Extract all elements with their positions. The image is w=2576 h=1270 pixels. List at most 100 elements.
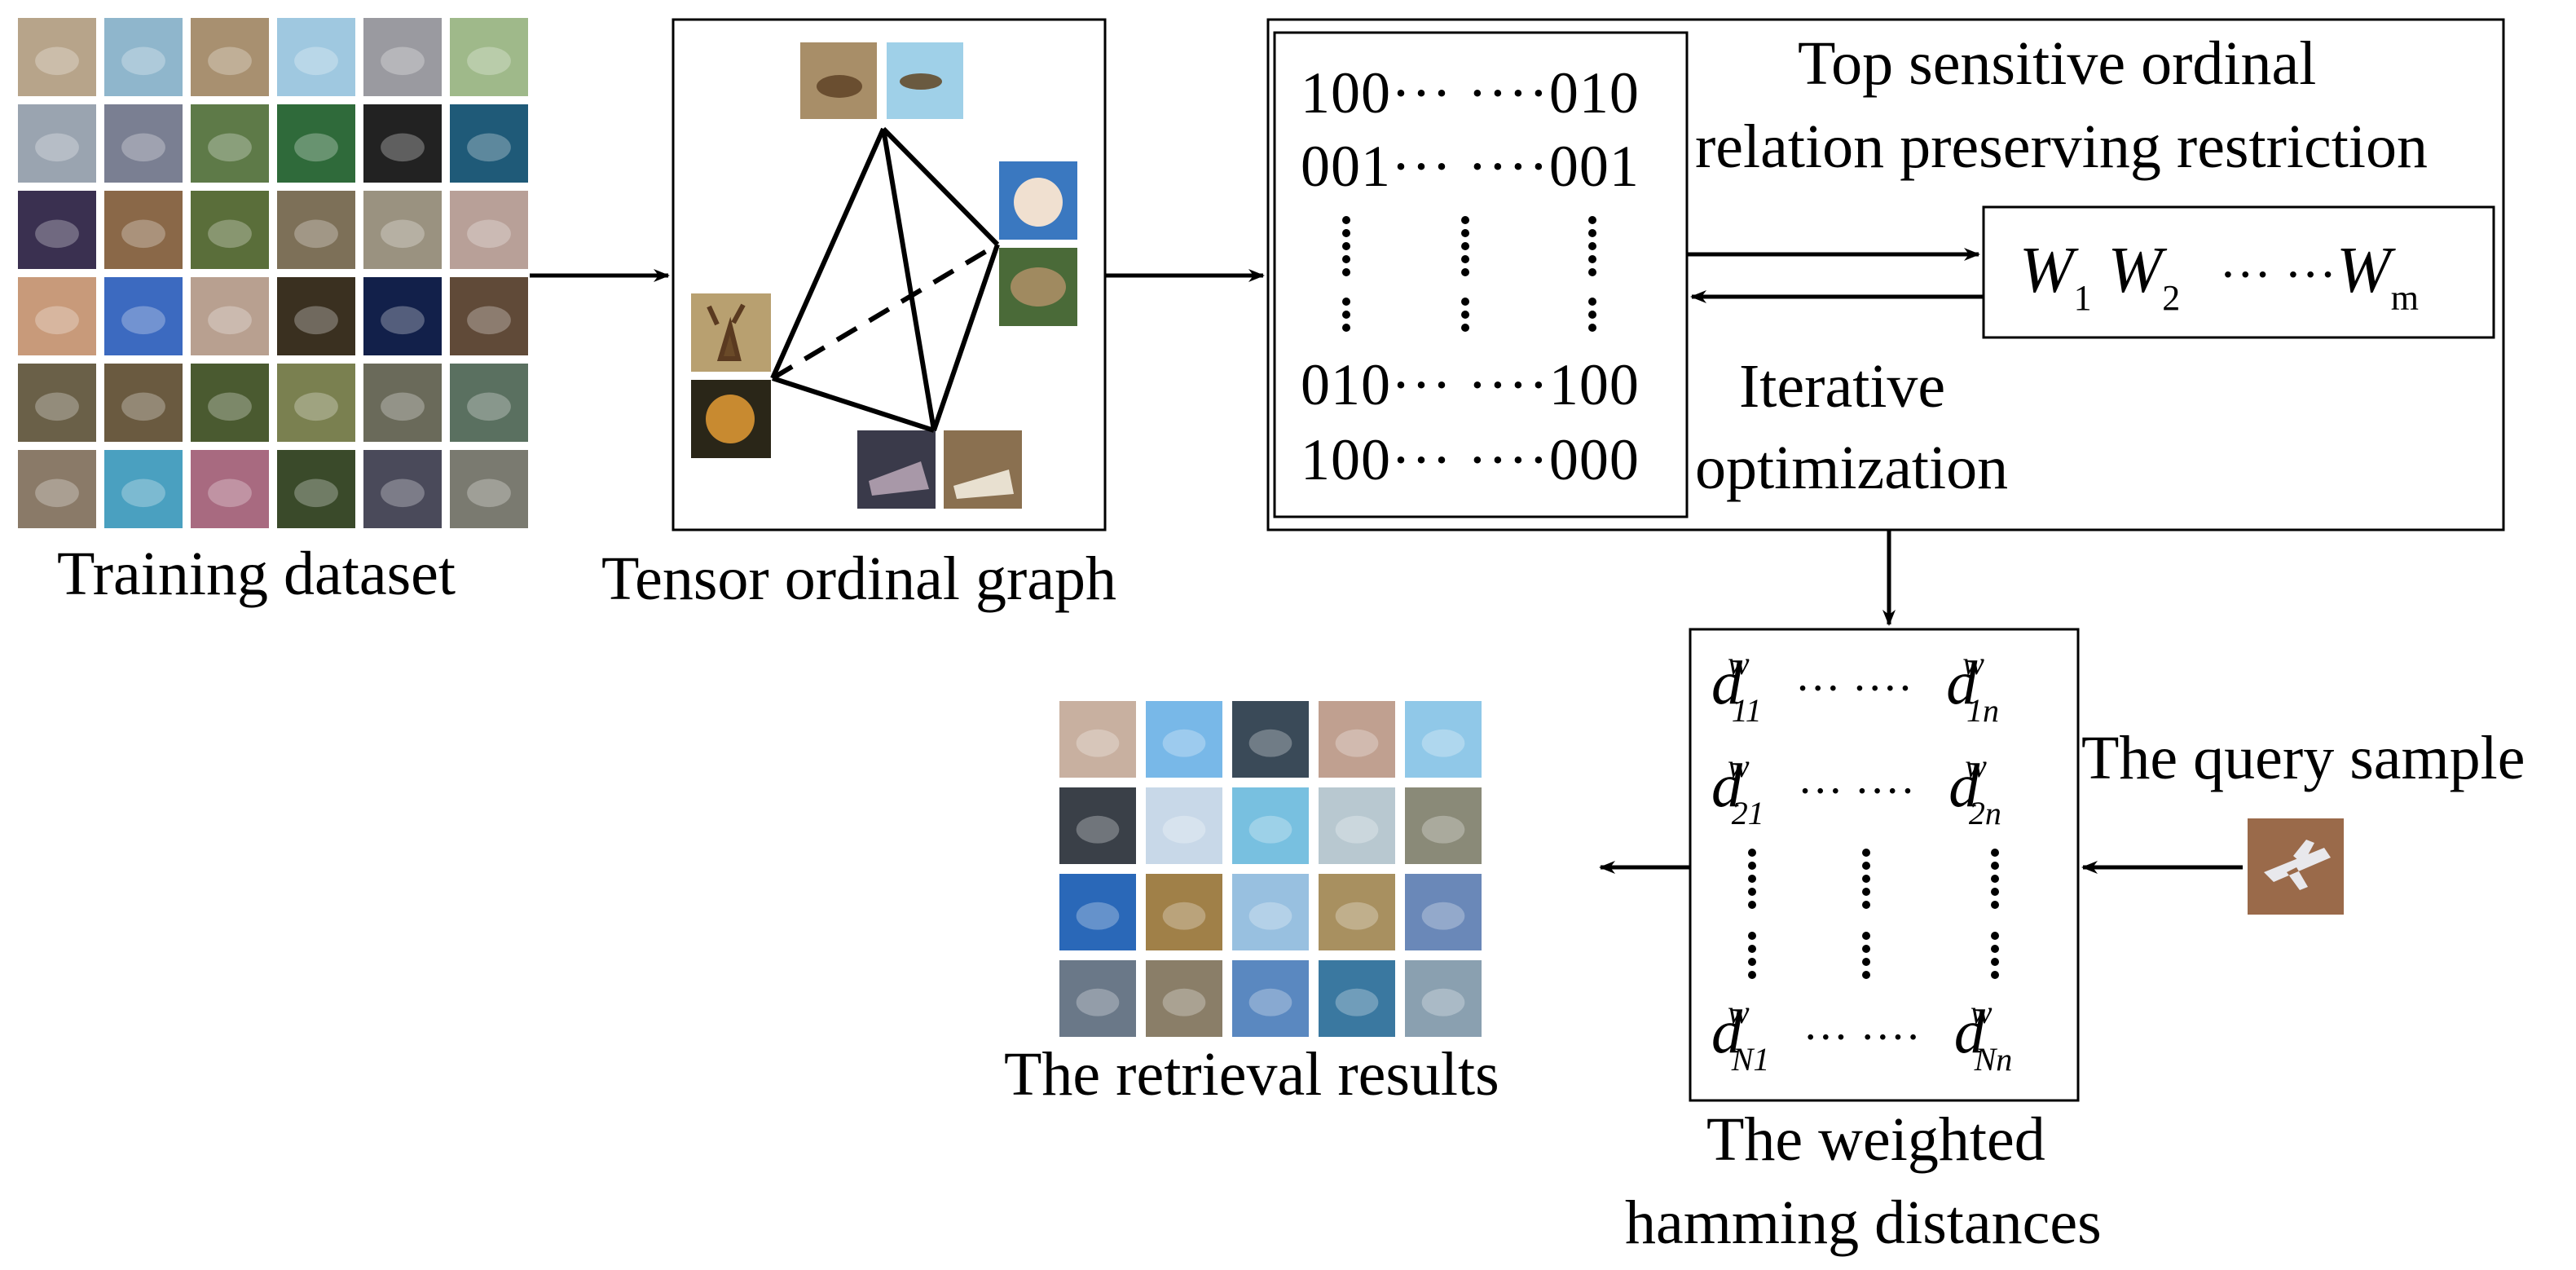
code-matrix-col-dot: [1342, 298, 1350, 306]
training-image-tile-subject: [467, 219, 511, 249]
bird-shape: [900, 73, 942, 90]
code-row-2-mid: ··· ····: [1391, 134, 1549, 199]
training-image-tile-subject: [35, 133, 79, 162]
hamming-col-dot: [1862, 862, 1870, 870]
hamming-col-dot: [1991, 958, 1999, 966]
hamming-col-dot: [1748, 945, 1756, 953]
weight-wm: W: [2336, 235, 2391, 306]
retrieval-image-tile: [1405, 874, 1482, 950]
training-image-tile: [363, 364, 442, 442]
training-image-tile-subject: [381, 133, 425, 162]
training-image-tile-subject: [121, 46, 165, 76]
retrieval-image-tile-subject: [1421, 988, 1465, 1016]
training-dataset-caption: Training dataset: [57, 540, 456, 608]
code-matrix-col-dot: [1342, 242, 1350, 250]
hamming-col-dot: [1991, 888, 1999, 896]
hamming-col-dot: [1862, 888, 1870, 896]
code-matrix-col-dot: [1342, 324, 1350, 332]
retrieval-image-tile-subject: [1335, 815, 1379, 844]
training-image-tile: [104, 277, 183, 355]
training-dataset-grid: [18, 18, 528, 528]
training-image-tile-subject: [208, 306, 252, 335]
bird-shape: [817, 75, 862, 98]
training-image-tile-subject: [121, 392, 165, 421]
training-image-tile-subject: [121, 478, 165, 508]
hamming-col-dot: [1862, 932, 1870, 940]
training-image-tile: [191, 18, 269, 96]
code-matrix-col-dot: [1588, 298, 1596, 306]
code-row-4-left: 100: [1301, 427, 1391, 492]
code-row-2-right: 001: [1548, 134, 1640, 199]
hamming-col-dot: [1748, 932, 1756, 940]
code-matrix-col-dot: [1588, 242, 1596, 250]
retrieval-image-tile-subject: [1076, 729, 1120, 757]
retrieval-image-tile: [1059, 701, 1136, 778]
hamming-col-dot: [1862, 875, 1870, 883]
code-matrix-col-dot: [1461, 229, 1469, 237]
training-image-tile: [450, 104, 528, 183]
hamming-col-dot: [1748, 971, 1756, 979]
training-image-tile: [18, 277, 96, 355]
code-matrix-col-dot: [1461, 268, 1469, 276]
training-image-tile: [363, 104, 442, 183]
retrieval-image-tile-subject: [1248, 729, 1292, 757]
hamming-col-dot: [1748, 875, 1756, 883]
d-11-sub: 11: [1731, 692, 1762, 729]
retrieval-image-tile-subject: [1421, 902, 1465, 930]
frog-shape: [1011, 267, 1066, 306]
code-row-3: 010··· ····100: [1301, 355, 1640, 414]
retrieval-image-tile-subject: [1335, 988, 1379, 1016]
code-row-4-mid: ··· ····: [1391, 427, 1549, 492]
code-row-1-left: 100: [1301, 60, 1391, 126]
training-image-tile-subject: [294, 306, 338, 335]
retrieval-image-tile: [1146, 787, 1222, 864]
hamming-col-dot: [1991, 849, 1999, 857]
retrieval-image-tile: [1059, 787, 1136, 864]
training-image-tile: [104, 191, 183, 269]
hamming-col-dot: [1991, 901, 1999, 909]
code-matrix-col-dot: [1461, 242, 1469, 250]
training-image-tile-subject: [381, 392, 425, 421]
training-image-tile: [277, 191, 355, 269]
hamming-col-dot: [1991, 932, 1999, 940]
training-image-tile: [277, 277, 355, 355]
training-image-tile-subject: [381, 478, 425, 508]
hamming-col-dot: [1991, 971, 1999, 979]
hamming-row-1: dw11 ··· ···· dw1n: [1711, 647, 1999, 727]
hamming-col-dot: [1748, 958, 1756, 966]
training-image-tile: [104, 364, 183, 442]
hamming-caption-line2: hamming distances: [1625, 1188, 2102, 1257]
retrieval-image-tile: [1232, 787, 1309, 864]
retrieval-image-tile-subject: [1335, 729, 1379, 757]
restriction-label-line1: Top sensitive ordinal: [1798, 29, 2317, 98]
airplane-shape: [2264, 840, 2331, 890]
query-sample-caption: The query sample: [2081, 724, 2525, 792]
retrieval-image-tile-subject: [1248, 815, 1292, 844]
training-image-tile-subject: [35, 46, 79, 76]
training-image-tile: [277, 104, 355, 183]
training-image-tile-subject: [208, 219, 252, 249]
code-row-4-right: 000: [1548, 427, 1640, 492]
d-N1: d: [1711, 998, 1742, 1066]
retrieval-image-tile-subject: [1076, 988, 1120, 1016]
weight-ellipsis: ··· ···: [2219, 245, 2337, 303]
training-image-tile: [277, 450, 355, 528]
weight-wm-sub: m: [2390, 278, 2420, 318]
code-matrix-col-dot: [1342, 229, 1350, 237]
code-row-3-right: 100: [1548, 352, 1640, 417]
retrieval-image-tile-subject: [1162, 902, 1206, 930]
graph-edges: [770, 126, 1000, 433]
retrieval-image-tile: [1319, 960, 1395, 1037]
retrieval-image-tile-subject: [1162, 988, 1206, 1016]
training-image-tile-subject: [467, 46, 511, 76]
dog-shape: [1014, 178, 1063, 227]
training-image-tile: [191, 277, 269, 355]
code-row-3-left: 010: [1301, 352, 1391, 417]
hamming-row-2: dw21 ··· ···· dw2n: [1711, 750, 2001, 830]
training-image-tile-subject: [208, 478, 252, 508]
training-image-tile: [277, 18, 355, 96]
training-image-tile: [191, 364, 269, 442]
retrieval-image-tile-subject: [1335, 902, 1379, 930]
retrieval-image-tile: [1146, 701, 1222, 778]
